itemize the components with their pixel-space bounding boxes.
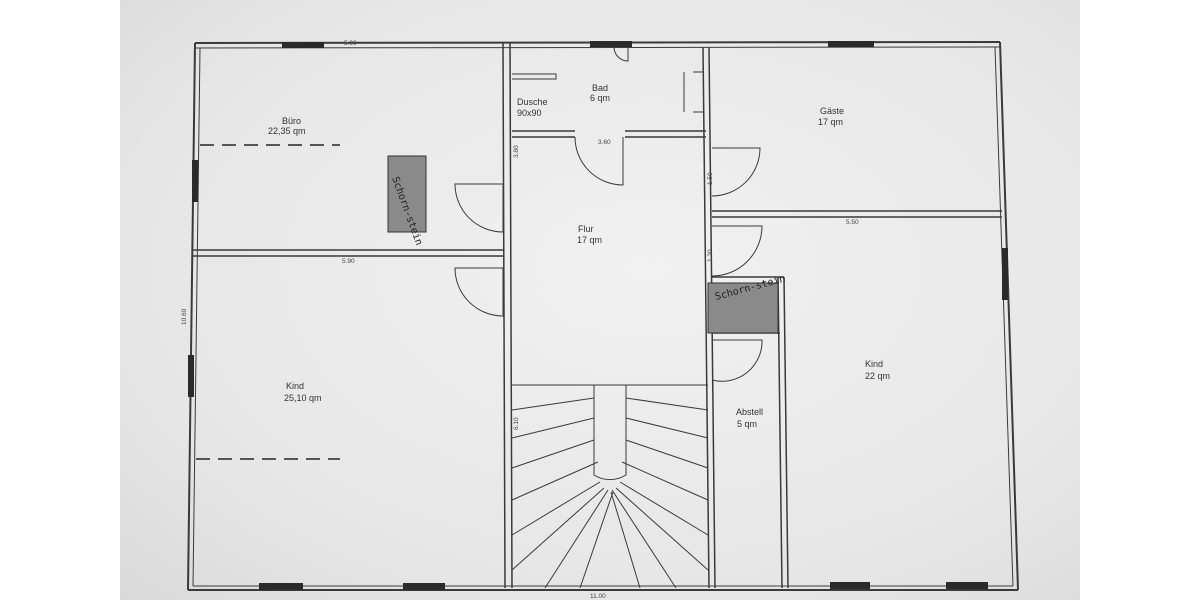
room-buero-area: 22,35 qm — [268, 126, 306, 136]
dim-gaeste-door: 1.50 — [707, 172, 714, 185]
chimney-left — [387, 155, 427, 233]
room-bad-area: 6 qm — [590, 93, 610, 103]
room-abstell-area: 5 qm — [737, 419, 757, 429]
dashed-lines — [196, 144, 340, 460]
doors — [454, 46, 763, 382]
room-flur-name: Flur — [578, 224, 594, 234]
room-gaeste-name: Gäste — [820, 106, 844, 116]
staircase — [511, 385, 709, 589]
chimney-right — [707, 282, 779, 334]
room-buero-name: Büro — [282, 116, 301, 126]
room-kind2-area: 22 qm — [865, 371, 890, 381]
paper-sheet — [120, 0, 1080, 600]
dim-flur-height: 3.80 — [513, 145, 520, 158]
room-kind2-name: Kind — [865, 359, 883, 369]
dim-top-left: 5.90 — [344, 40, 357, 47]
room-gaeste-area: 17 qm — [818, 117, 843, 127]
outer-walls — [187, 41, 1019, 591]
dim-gaeste-bottom: 5.50 — [846, 219, 859, 226]
room-kind1-area: 25,10 qm — [284, 393, 322, 403]
dim-buero-bottom: 5.90 — [342, 258, 355, 265]
interior-walls — [193, 42, 1002, 589]
dim-bad-width: 3.60 — [598, 139, 611, 146]
dim-flur-right: 1.20 — [707, 249, 714, 262]
room-flur-area: 17 qm — [577, 235, 602, 245]
room-bad-name: Bad — [592, 83, 608, 93]
windows — [188, 41, 1008, 590]
room-dusche-name: Dusche — [517, 97, 548, 107]
dim-stair-height: 6.10 — [513, 417, 520, 430]
chimneys — [387, 155, 779, 334]
dim-bottom-total: 11.00 — [590, 593, 606, 600]
room-kind1-name: Kind — [286, 381, 304, 391]
room-dusche-area: 90x90 — [517, 108, 542, 118]
room-abstell-name: Abstell — [736, 407, 763, 417]
dim-left-height: 10.60 — [181, 308, 188, 325]
